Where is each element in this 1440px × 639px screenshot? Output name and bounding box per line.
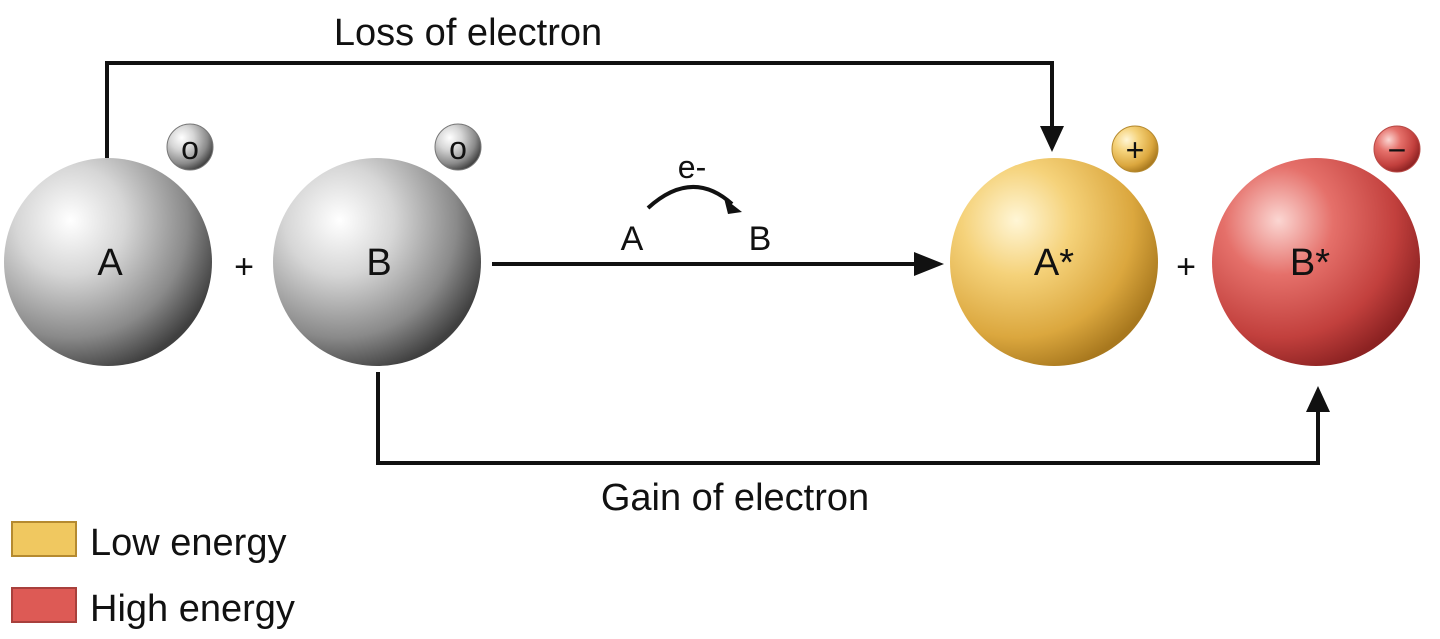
molecule-a-star-charge-badge: + xyxy=(1111,125,1159,173)
gain-arrow-head xyxy=(1306,386,1330,412)
gain-of-electron-path xyxy=(376,372,1330,465)
molecule-a: A o xyxy=(4,123,214,366)
molecule-b-charge-badge: o xyxy=(434,123,482,171)
molecule-b-star-charge-badge: − xyxy=(1373,125,1421,173)
loss-of-electron-label: Loss of electron xyxy=(334,12,602,54)
legend-swatch-low-energy xyxy=(11,521,77,557)
electron-transfer: e- A B xyxy=(621,149,772,258)
molecule-b: B o xyxy=(273,123,482,366)
transfer-to-label: B xyxy=(749,220,772,258)
legend-swatch-high-energy xyxy=(11,587,77,623)
plus-sign-right: + xyxy=(1176,248,1196,286)
gain-of-electron-label: Gain of electron xyxy=(601,477,869,519)
molecule-a-star-label: A* xyxy=(1034,242,1074,284)
transfer-curved-arrow xyxy=(646,184,734,210)
plus-sign-left: + xyxy=(234,248,254,286)
reaction-arrow xyxy=(492,252,944,276)
svg-text:+: + xyxy=(1126,132,1145,168)
legend-label-high-energy: High energy xyxy=(90,588,295,630)
electron-label: e- xyxy=(678,149,706,185)
loss-arrow-head xyxy=(1040,126,1064,152)
svg-text:o: o xyxy=(449,130,467,166)
legend-item-low-energy: Low energy xyxy=(11,521,286,564)
loss-of-electron-path xyxy=(105,61,1064,158)
svg-text:−: − xyxy=(1388,132,1407,168)
svg-text:o: o xyxy=(181,130,199,166)
molecule-b-label: B xyxy=(366,242,391,284)
legend: Low energy High energy xyxy=(11,521,295,630)
molecule-a-label: A xyxy=(97,242,123,284)
legend-item-high-energy: High energy xyxy=(11,587,295,630)
transfer-from-label: A xyxy=(621,220,644,258)
legend-label-low-energy: Low energy xyxy=(90,522,286,564)
molecule-b-star: B* − xyxy=(1212,125,1421,366)
molecule-a-star: A* + xyxy=(950,125,1159,366)
molecule-b-star-label: B* xyxy=(1290,242,1330,284)
molecule-a-charge-badge: o xyxy=(166,123,214,171)
